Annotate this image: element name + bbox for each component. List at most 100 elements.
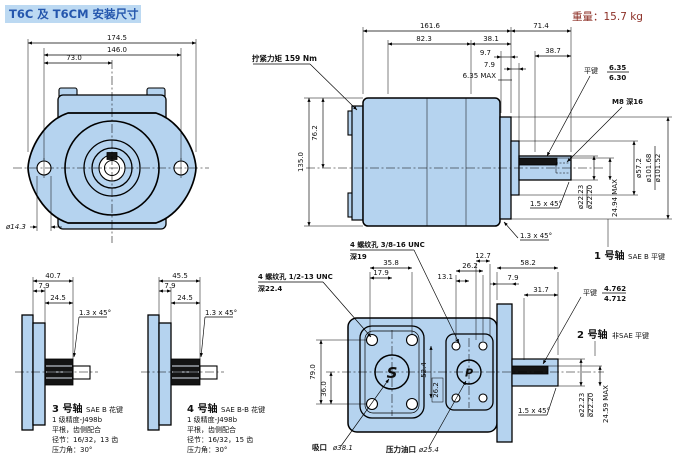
shaft3-type: SAE B 花键 [86, 405, 123, 414]
pressure-bolt-hole [478, 393, 488, 403]
dim-36-0: 36.0 [320, 381, 328, 397]
dim-161-6: 161.6 [420, 22, 441, 30]
dim-71-4: 71.4 [533, 22, 549, 30]
dim-6-35-max: 6.35 MAX [463, 72, 497, 80]
shaft4-view: 45.5 7.9 24.5 1.3 x 45° 4 号轴 SAE B-B 花键 … [141, 272, 265, 454]
torque-note: 拧紧力矩 159 Nm [252, 53, 317, 63]
dim-24-5-s3: 24.5 [50, 294, 66, 302]
suction-bolt-hole [405, 333, 419, 347]
dim-31-7: 31.7 [533, 286, 549, 294]
key-lower: 6.30 [609, 74, 626, 82]
dim-38-1: 38.1 [483, 35, 499, 43]
suction-bolt-hole [405, 397, 419, 411]
side-dimension-lines [253, 27, 672, 247]
shaft2-type: 非SAE 平键 [612, 331, 649, 340]
shaft3-spec-1: 1 级精度-J498b [52, 415, 103, 424]
page-title: T6C 及 T6CM 安装尺寸 [9, 7, 139, 21]
front-centerlines [13, 60, 209, 243]
dim-12-7: 12.7 [475, 252, 491, 260]
thread-note-1: 4 螺纹孔 3/8-16 UNC [350, 240, 425, 249]
dim-7-9: 7.9 [484, 61, 495, 69]
m8-thread-dashes [555, 162, 570, 174]
dim-45-5: 45.5 [172, 272, 188, 280]
body-section-lines [426, 98, 467, 226]
dim-76-2: 76.2 [311, 125, 319, 141]
pressure-bolt-hole [451, 393, 461, 403]
front-view: 174.5 146.0 73.0 ø14.3 [5, 34, 209, 243]
shaft3-plate [21, 314, 34, 431]
dim-24-5-s4: 24.5 [177, 294, 193, 302]
rear-view: S P [258, 240, 649, 454]
dim-7-9-s4: 7.9 [164, 282, 175, 290]
pressure-bolt-hole [478, 341, 488, 351]
pressure-bolt-hole [451, 341, 461, 351]
dim-135-0: 135.0 [297, 152, 305, 172]
dim-52-4: 52.4 [420, 362, 428, 378]
port-flange-edge [351, 105, 364, 221]
pressure-label: 压力油口 [386, 444, 416, 454]
pilot-dia-lower: ø101.52 [654, 154, 662, 183]
thread-note-2: 4 螺纹孔 1/2-13 UNC [258, 272, 333, 281]
side-view: 拧紧力矩 159 Nm 161.6 71.4 82.3 38.1 9.7 7.9… [252, 22, 672, 262]
shaft3-flange [32, 322, 46, 426]
dim-7-9-rear: 7.9 [507, 274, 518, 282]
suction-dia: ø38.1 [332, 444, 353, 452]
shaft1-name: 1 号轴 [594, 249, 624, 262]
thread-note-2-depth: 深22.4 [258, 284, 282, 293]
shaft3-view: 40.7 7.9 24.5 1.3 x 45° 3 号轴 SAE B 花键 1 … [15, 272, 123, 454]
rear-dimension-lines [258, 249, 626, 448]
shaft-dia-upper: ø22.23 [577, 185, 585, 209]
chamfer-s3: 1.3 x 45° [79, 309, 111, 317]
port-s-letter: S [387, 364, 398, 382]
pilot-dia-upper: ø101.68 [645, 154, 653, 183]
chamfer-1-5: 1.5 x 45° [530, 200, 562, 208]
shaft4-dimension-lines [158, 277, 233, 359]
shaft4-spec-4: 压力角：30° [187, 445, 227, 454]
shaft2-dia-lower: ø22.20 [587, 393, 595, 417]
m8-note: M8 深16 [612, 97, 643, 106]
pump-body-side [362, 97, 501, 227]
shaft3-spec-4: 压力角：30° [52, 445, 92, 454]
title-highlight [5, 5, 141, 23]
shaft4-flange [158, 322, 172, 426]
shaft4-type: SAE B-B 花键 [221, 405, 265, 414]
dim-82-3: 82.3 [416, 35, 432, 43]
dim-24-59-max: 24.59 MAX [602, 385, 610, 423]
key-upper: 6.35 [609, 64, 626, 72]
rear-centerlines [326, 330, 604, 416]
shaft4-spec-1: 1 级精度-J498b [187, 415, 238, 424]
dim-146-0: 146.0 [107, 46, 127, 54]
suction-bolt-hole [365, 333, 379, 347]
shaft3-dimension-lines [32, 277, 107, 359]
dim-9-7: 9.7 [480, 49, 491, 57]
chamfer-1-5-rear: 1.5 x 45° [518, 407, 550, 415]
shaft-2-key [511, 365, 549, 375]
shaft4-plate [147, 314, 160, 431]
dim-58-2: 58.2 [520, 259, 536, 267]
key-label-rear: 平键 [583, 288, 597, 297]
dim-174-5: 174.5 [107, 34, 127, 42]
chamfer-s4: 1.3 x 45° [205, 309, 237, 317]
shaft-dia-lower: ø22.20 [586, 185, 594, 209]
mounting-plate-rear [496, 303, 513, 443]
shaft2-name: 2 号轴 [577, 328, 607, 341]
key-label: 平键 [584, 66, 598, 75]
dim-79-0: 79.0 [309, 364, 317, 380]
dim-hole-dia: ø14.3 [5, 223, 26, 231]
key-lower-rear: 4.712 [604, 295, 626, 303]
suction-label: 吸口 [312, 443, 327, 452]
shaft-1-key [518, 157, 558, 166]
dim-13-1: 13.1 [437, 273, 453, 281]
shaft3-spec-3: 径节：16/32，13 齿 [52, 435, 118, 444]
dim-7-9-s3: 7.9 [38, 282, 49, 290]
dim-26-2-boxed: 26.2 [432, 382, 440, 398]
page-header: T6C 及 T6CM 安装尺寸 重量：15.7 kg [5, 5, 643, 23]
shaft3-name: 3 号轴 [52, 402, 82, 415]
shaft4-stub [199, 365, 218, 380]
pressure-dia: ø25.4 [418, 446, 439, 454]
dim-26-2: 26.2 [462, 262, 478, 270]
dim-17-9: 17.9 [373, 269, 389, 277]
dim-38-7: 38.7 [545, 47, 561, 55]
